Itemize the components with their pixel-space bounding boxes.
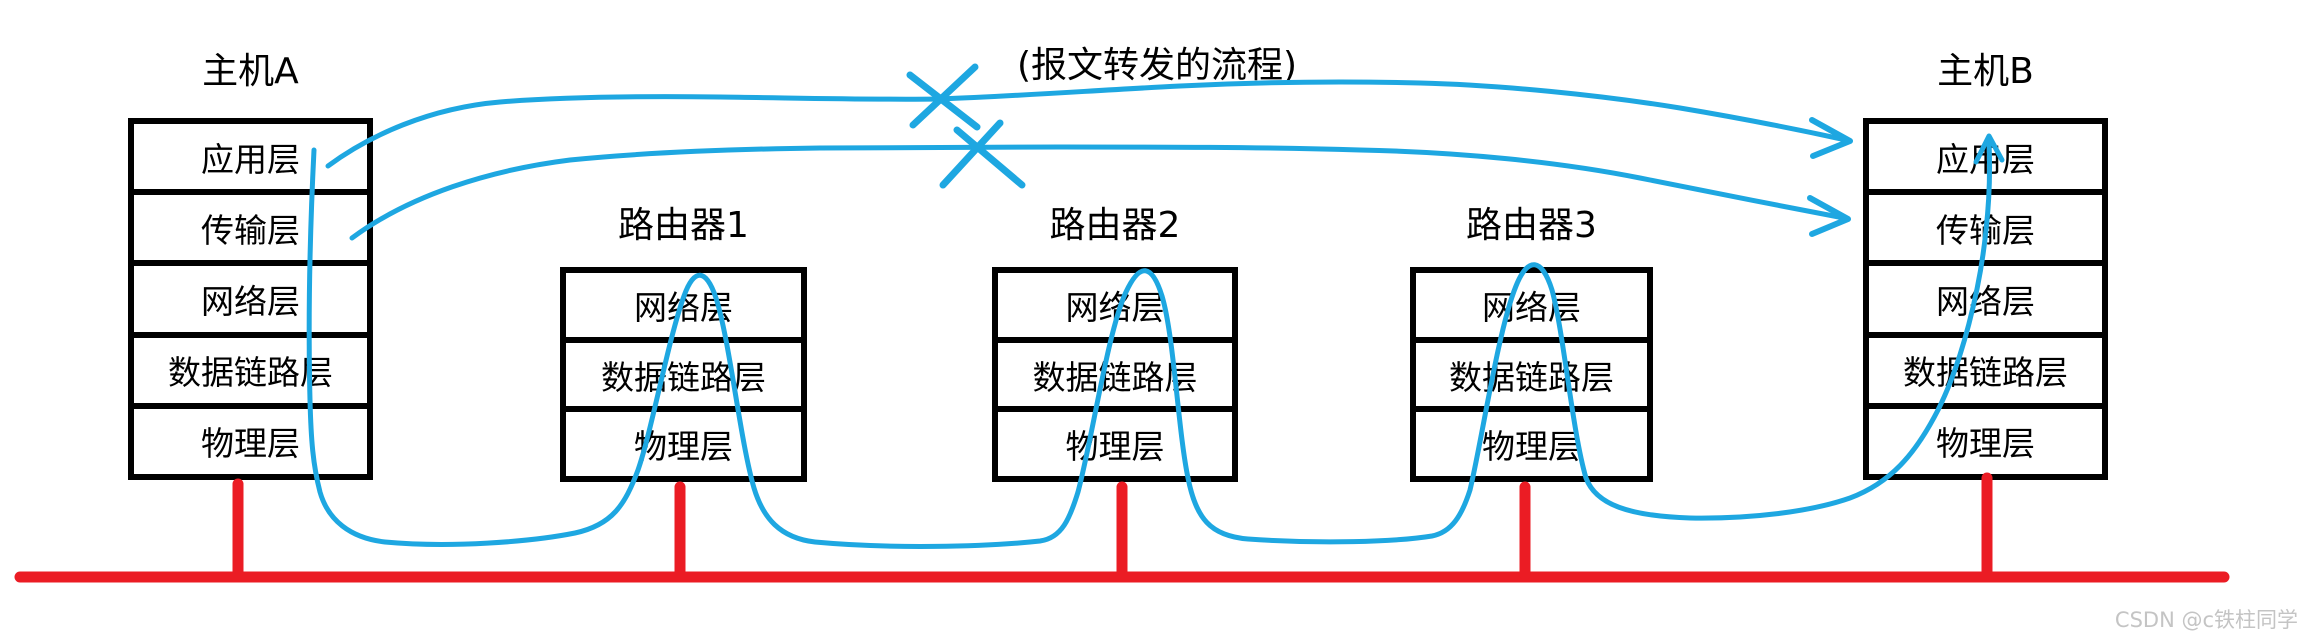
router-3-title: 路由器3: [1466, 205, 1597, 246]
layer-physical: 物理层: [998, 406, 1232, 476]
layer-datalink: 数据链路层: [1869, 331, 2102, 403]
arrowhead-icon: [1807, 195, 1851, 237]
node-router-3: 路由器3 网络层 数据链路层 物理层: [1410, 0, 1653, 482]
layer-network: 网络层: [1869, 260, 2102, 331]
layer-transport: 传输层: [134, 189, 367, 260]
router-2-title: 路由器2: [1049, 205, 1181, 246]
layer-network: 网络层: [1065, 287, 1165, 327]
layer-datalink: 数据链路层: [1416, 336, 1647, 407]
layer-datalink: 数据链路层: [134, 331, 367, 403]
diagram-caption: (报文转发的流程): [1016, 45, 1298, 86]
node-host-b: 主机B 应用层 传输层 网络层 数据链路层 物理层: [1863, 0, 2108, 480]
node-host-a: 主机A 应用层 传输层 网络层 数据链路层 物理层: [128, 0, 373, 480]
layer-transport: 传输层: [1869, 189, 2102, 260]
layer-physical: 物理层: [134, 402, 367, 474]
layer-network: 网络层: [1482, 287, 1581, 327]
router-1-title: 路由器1: [618, 205, 749, 246]
layer-network: 网络层: [134, 260, 367, 331]
layer-physical: 物理层: [566, 406, 801, 476]
router-2-protocol-stack: 网络层 数据链路层 物理层: [992, 267, 1238, 482]
node-router-2: 路由器2 网络层 数据链路层 物理层: [992, 0, 1238, 482]
router-3-protocol-stack: 网络层 数据链路层 物理层: [1410, 267, 1653, 482]
layer-physical: 物理层: [1416, 406, 1647, 476]
host-a-protocol-stack: 应用层 传输层 网络层 数据链路层 物理层: [128, 118, 373, 480]
layer-application: 应用层: [201, 139, 300, 179]
layer-datalink: 数据链路层: [566, 336, 801, 407]
layer-datalink: 数据链路层: [998, 336, 1232, 407]
host-a-title: 主机A: [202, 51, 299, 92]
layer-application: 应用层: [1936, 139, 2035, 179]
layer-network: 网络层: [634, 287, 733, 327]
host-b-protocol-stack: 应用层 传输层 网络层 数据链路层 物理层: [1863, 118, 2108, 480]
layer-physical: 物理层: [1869, 402, 2102, 474]
host-b-title: 主机B: [1937, 51, 2034, 92]
arrowhead-icon: [1809, 117, 1853, 159]
node-router-1: 路由器1 网络层 数据链路层 物理层: [560, 0, 807, 482]
watermark: CSDN @c铁柱同学: [2114, 608, 2298, 632]
router-1-protocol-stack: 网络层 数据链路层 物理层: [560, 267, 807, 482]
